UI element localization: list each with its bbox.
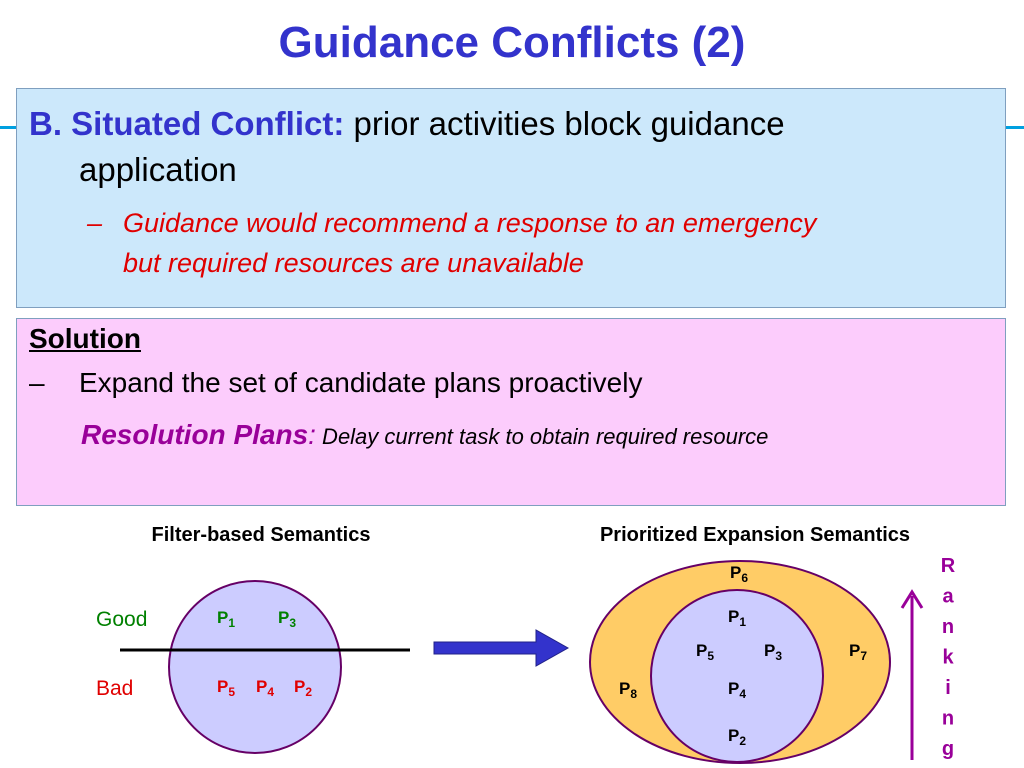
- accent-rule-right: [1006, 126, 1024, 129]
- situated-conflict-text: B. Situated Conflict: prior activities b…: [29, 101, 989, 193]
- outer-plan-label: P7: [849, 641, 867, 663]
- ranking-arrowhead-icon: [900, 589, 924, 609]
- ranking-letter: i: [945, 677, 951, 699]
- ranking-letter: g: [942, 738, 954, 760]
- ranking-letter: n: [942, 708, 954, 730]
- prioritized-semantics-title: Prioritized Expansion Semantics: [600, 524, 910, 546]
- outer-plan-label: P8: [619, 679, 637, 701]
- resolution-plans-label: Resolution Plans: [81, 419, 309, 450]
- inner-plan-label: P2: [728, 726, 746, 748]
- good-plan-label: P3: [278, 608, 296, 630]
- situated-example: – Guidance would recommend a response to…: [87, 203, 997, 283]
- situated-conflict-box: B. Situated Conflict: prior activities b…: [16, 88, 1006, 308]
- inner-plan-label: P5: [696, 641, 714, 663]
- accent-rule-left: [0, 126, 16, 129]
- example-line-1: Guidance would recommend a response to a…: [123, 208, 817, 238]
- inner-plan-label: P1: [728, 607, 746, 629]
- ranking-letter: R: [941, 555, 956, 577]
- bad-label: Bad: [96, 677, 133, 700]
- solution-item-text: Expand the set of candidate plans proact…: [79, 367, 643, 398]
- resolution-plans-colon: :: [308, 419, 316, 450]
- bad-plan-label: P2: [294, 677, 312, 699]
- outer-plan-label: P6: [730, 563, 748, 585]
- ranking-letter: k: [942, 647, 954, 669]
- solution-box: Solution – Expand the set of candidate p…: [16, 318, 1006, 506]
- resolution-plans: Resolution Plans: Delay current task to …: [81, 419, 768, 451]
- bullet-dash: –: [87, 208, 103, 238]
- bad-plan-label: P5: [217, 677, 235, 699]
- transform-arrow-icon: [433, 629, 570, 667]
- good-label: Good: [96, 608, 147, 631]
- resolution-plans-desc: Delay current task to obtain required re…: [315, 424, 769, 449]
- good-plan-label: P1: [217, 608, 235, 630]
- example-line-2: but required resources are unavailable: [123, 248, 584, 278]
- slide-title: Guidance Conflicts (2): [278, 18, 746, 67]
- inner-plan-label: P4: [728, 679, 746, 701]
- ranking-letter: n: [942, 616, 954, 638]
- ranking-letter: a: [942, 586, 954, 608]
- filter-plan-circle: [168, 580, 342, 754]
- inner-plan-label: P3: [764, 641, 782, 663]
- inner-plan-circle: [650, 589, 824, 763]
- solution-heading: Solution: [29, 323, 141, 354]
- situated-conflict-desc: prior activities block guidance: [344, 105, 785, 142]
- situated-conflict-lead: B. Situated Conflict:: [29, 105, 345, 142]
- filter-semantics-title: Filter-based Semantics: [152, 524, 371, 546]
- situated-conflict-desc-cont: application: [79, 151, 237, 188]
- bad-plan-label: P4: [256, 677, 274, 699]
- bullet-dash: –: [29, 367, 45, 398]
